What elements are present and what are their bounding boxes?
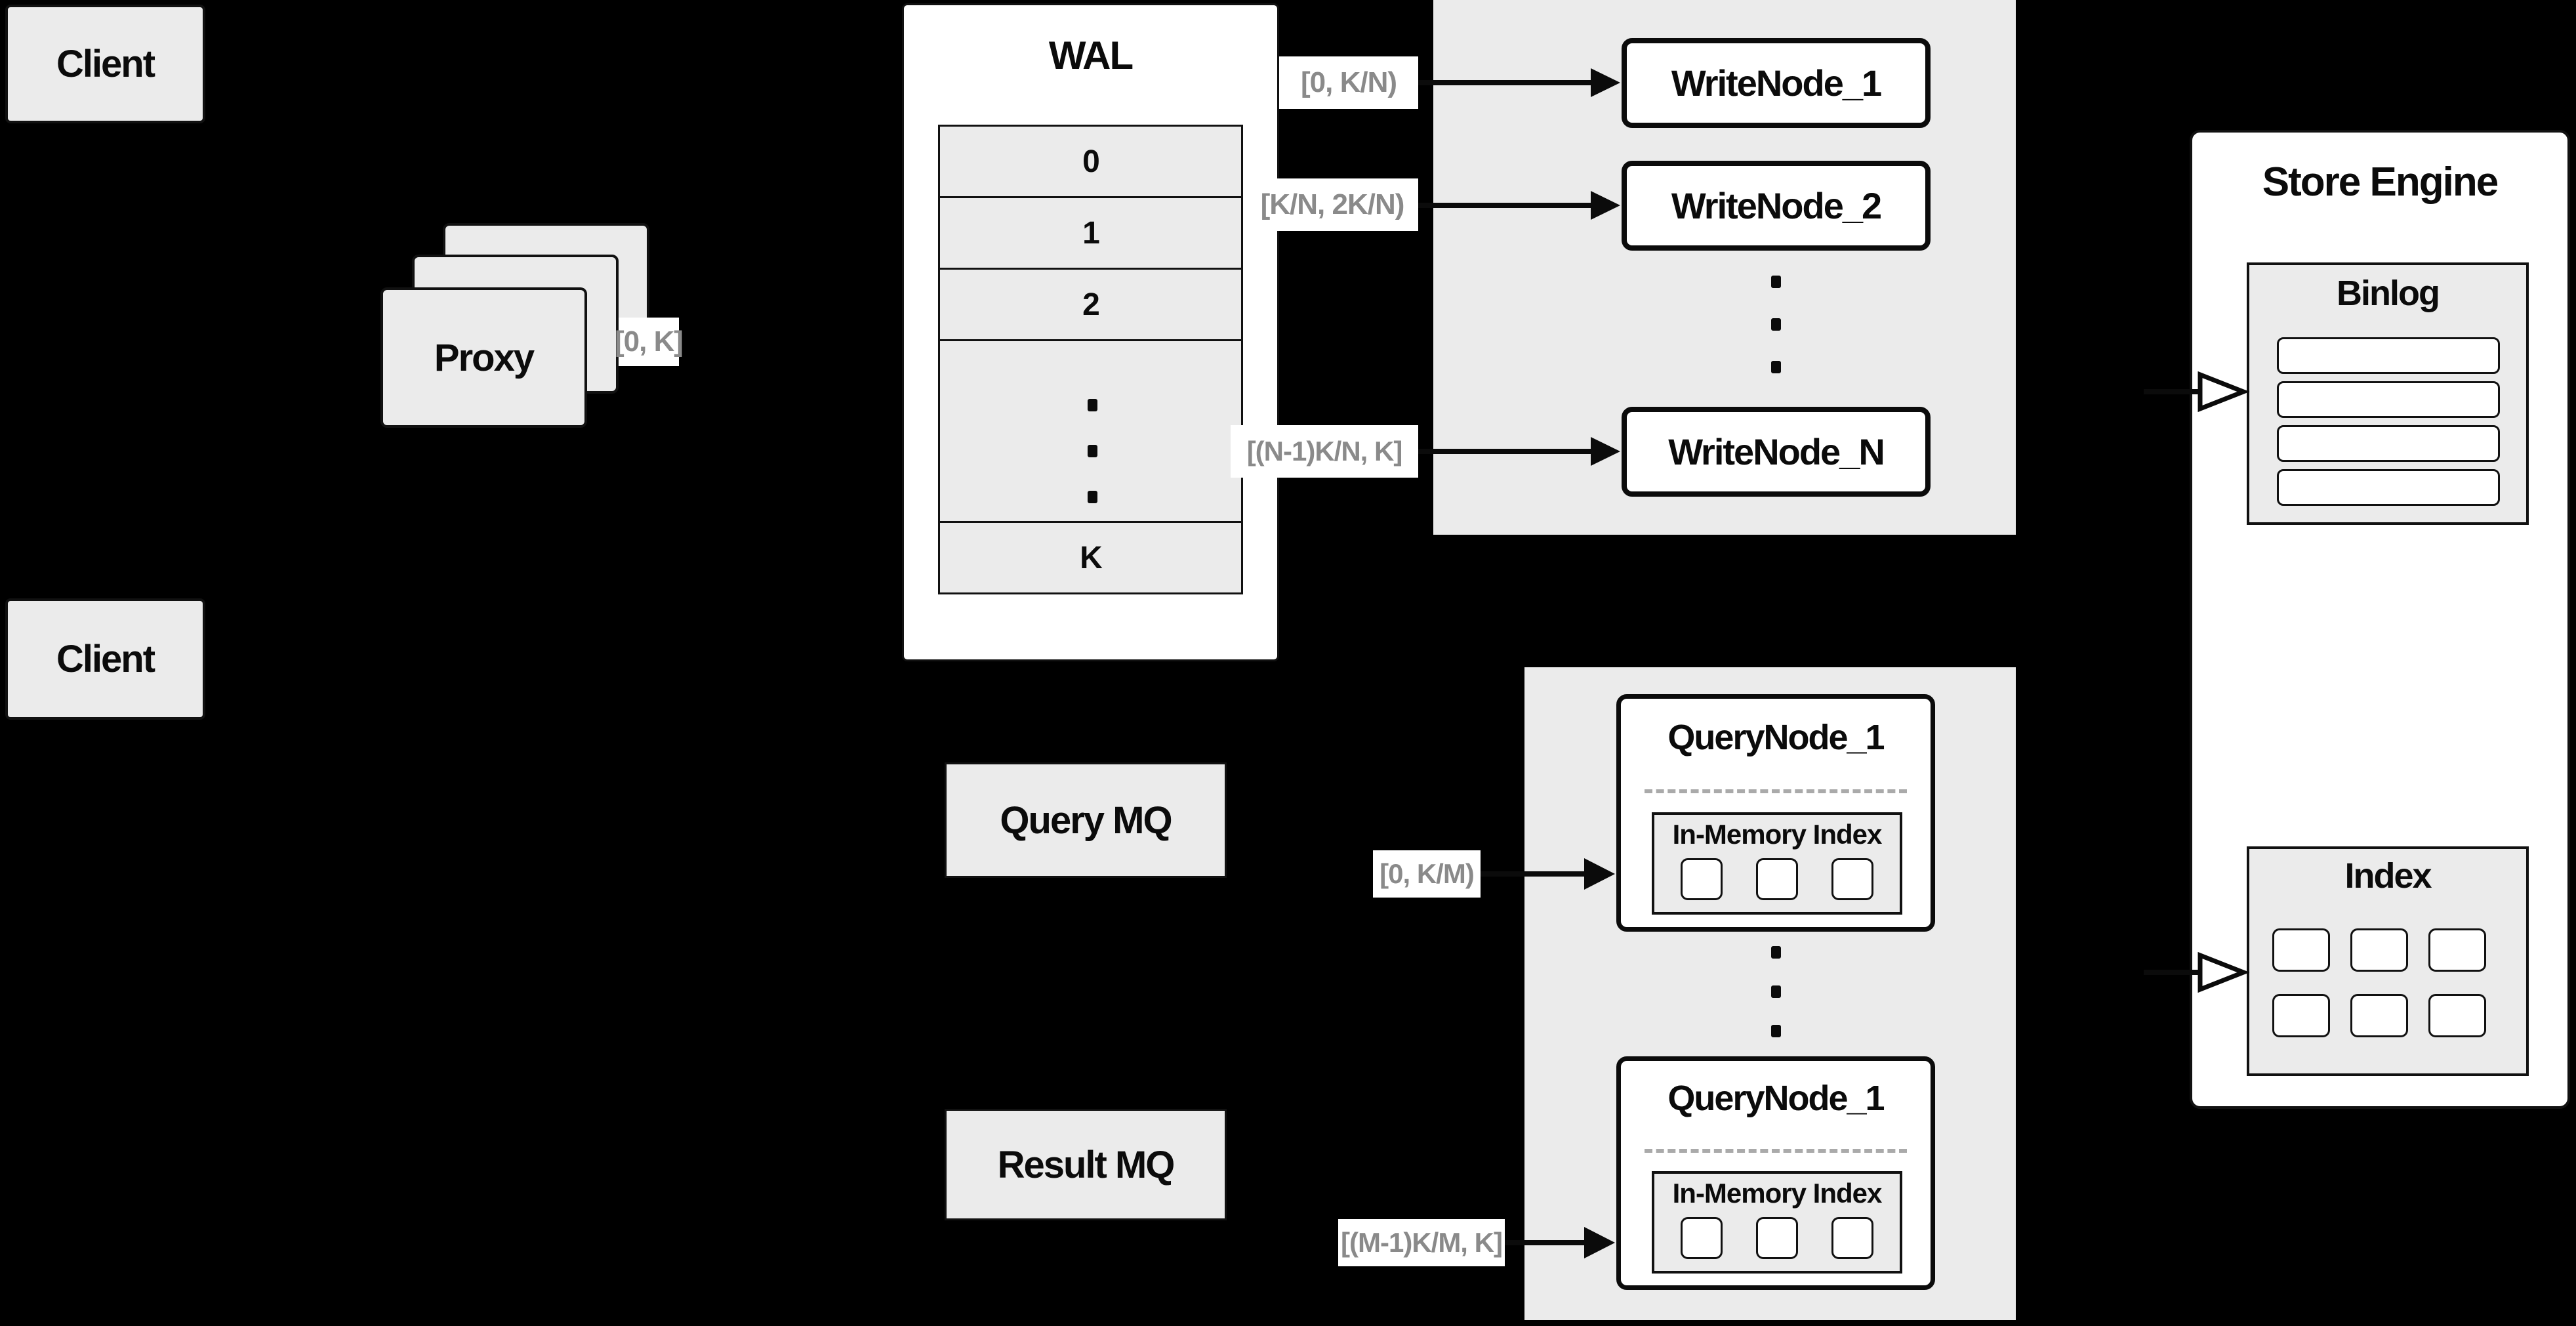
proxy-box: Proxy	[380, 287, 587, 428]
dashed-divider	[1645, 789, 1907, 793]
client-bottom-box: Client	[5, 598, 205, 720]
vertical-ellipsis-icon	[1088, 491, 1097, 503]
arrow-wal-to-writenode-1	[1418, 68, 1620, 97]
dashed-divider	[1645, 1149, 1907, 1153]
querynode-bottom-title: QueryNode_1	[1667, 1079, 1885, 1118]
binlog-segment	[2277, 469, 2500, 506]
result-mq-box: Result MQ	[945, 1109, 1227, 1220]
store-engine-title: Store Engine	[2262, 159, 2499, 205]
query-mq-box: Query MQ	[945, 762, 1227, 878]
index-cell	[2350, 928, 2408, 972]
in-memory-index-top-box: In-Memory Index	[1652, 812, 1902, 915]
index-cell	[2428, 994, 2486, 1037]
vertical-ellipsis-icon	[1088, 445, 1097, 457]
segment-cell	[1831, 858, 1873, 900]
client-bottom-label: Client	[56, 638, 155, 680]
wal-container: WAL 0 1 2 K	[902, 3, 1279, 661]
index-cell	[2272, 994, 2330, 1037]
binlog-segment	[2277, 425, 2500, 462]
index-cell	[2350, 994, 2408, 1037]
binlog-segment	[2277, 381, 2500, 418]
range-label-querynode-bottom: [(M-1)K/M, K]	[1338, 1219, 1505, 1266]
arrow-wal-to-writenode-2	[1418, 191, 1620, 220]
index-cell	[2428, 928, 2486, 972]
proxy-label: Proxy	[434, 336, 535, 379]
arrow-into-binlog	[2144, 371, 2250, 413]
arrow-querymq-to-querynode-top	[1481, 858, 1615, 890]
segment-cell	[1831, 1217, 1873, 1259]
wal-row-ellipsis	[938, 339, 1243, 523]
vertical-ellipsis-icon	[1771, 276, 1781, 288]
arrow-into-index	[2144, 951, 2250, 993]
client-top-label: Client	[56, 43, 155, 85]
wal-row-k: K	[938, 521, 1243, 594]
index-cell	[2272, 928, 2330, 972]
in-memory-index-bottom-box: In-Memory Index	[1652, 1171, 1902, 1274]
wal-title: WAL	[1048, 33, 1134, 77]
arrow-resultmq-to-querynode-bottom	[1505, 1227, 1615, 1258]
segment-cell	[1681, 858, 1723, 900]
vertical-ellipsis-icon	[1771, 985, 1781, 998]
wal-row-1: 1	[938, 196, 1243, 270]
querynode-top-title: QueryNode_1	[1667, 718, 1885, 757]
segment-cell	[1756, 1217, 1798, 1259]
binlog-box: Binlog	[2247, 262, 2529, 525]
binlog-title: Binlog	[2337, 274, 2440, 313]
vertical-ellipsis-icon	[1088, 399, 1097, 411]
arrow-wal-to-writenode-n	[1418, 437, 1620, 466]
in-memory-index-top-label: In-Memory Index	[1672, 819, 1883, 850]
segment-cell	[1756, 858, 1798, 900]
range-label-proxy-to-wal: [0, K]	[615, 318, 684, 366]
index-title: Index	[2344, 856, 2432, 896]
range-label-querynode-top: [0, K/M)	[1373, 850, 1481, 898]
writenode-n-box: WriteNode_N	[1622, 407, 1931, 497]
writenode-2-box: WriteNode_2	[1622, 161, 1931, 251]
segment-cell	[1681, 1217, 1723, 1259]
range-label-writenode-n: [(N-1)K/N, K]	[1231, 425, 1418, 478]
store-engine-box: Store Engine Binlog Index	[2190, 130, 2570, 1109]
querynode-bottom-box: QueryNode_1 In-Memory Index	[1616, 1056, 1935, 1290]
vertical-ellipsis-icon	[1771, 318, 1781, 331]
range-label-writenode-1: [0, K/N)	[1279, 56, 1418, 109]
range-label-writenode-2: [K/N, 2K/N)	[1246, 178, 1418, 231]
querynode-top-box: QueryNode_1 In-Memory Index	[1616, 694, 1935, 932]
index-box: Index	[2247, 846, 2529, 1076]
vertical-ellipsis-icon	[1771, 1025, 1781, 1037]
vertical-ellipsis-icon	[1771, 361, 1781, 373]
writenode-1-box: WriteNode_1	[1622, 38, 1931, 128]
vertical-ellipsis-icon	[1771, 946, 1781, 959]
in-memory-index-bottom-label: In-Memory Index	[1672, 1178, 1883, 1209]
wal-row-0: 0	[938, 125, 1243, 198]
binlog-segment	[2277, 337, 2500, 374]
wal-row-2: 2	[938, 268, 1243, 341]
client-top-box: Client	[5, 5, 205, 123]
